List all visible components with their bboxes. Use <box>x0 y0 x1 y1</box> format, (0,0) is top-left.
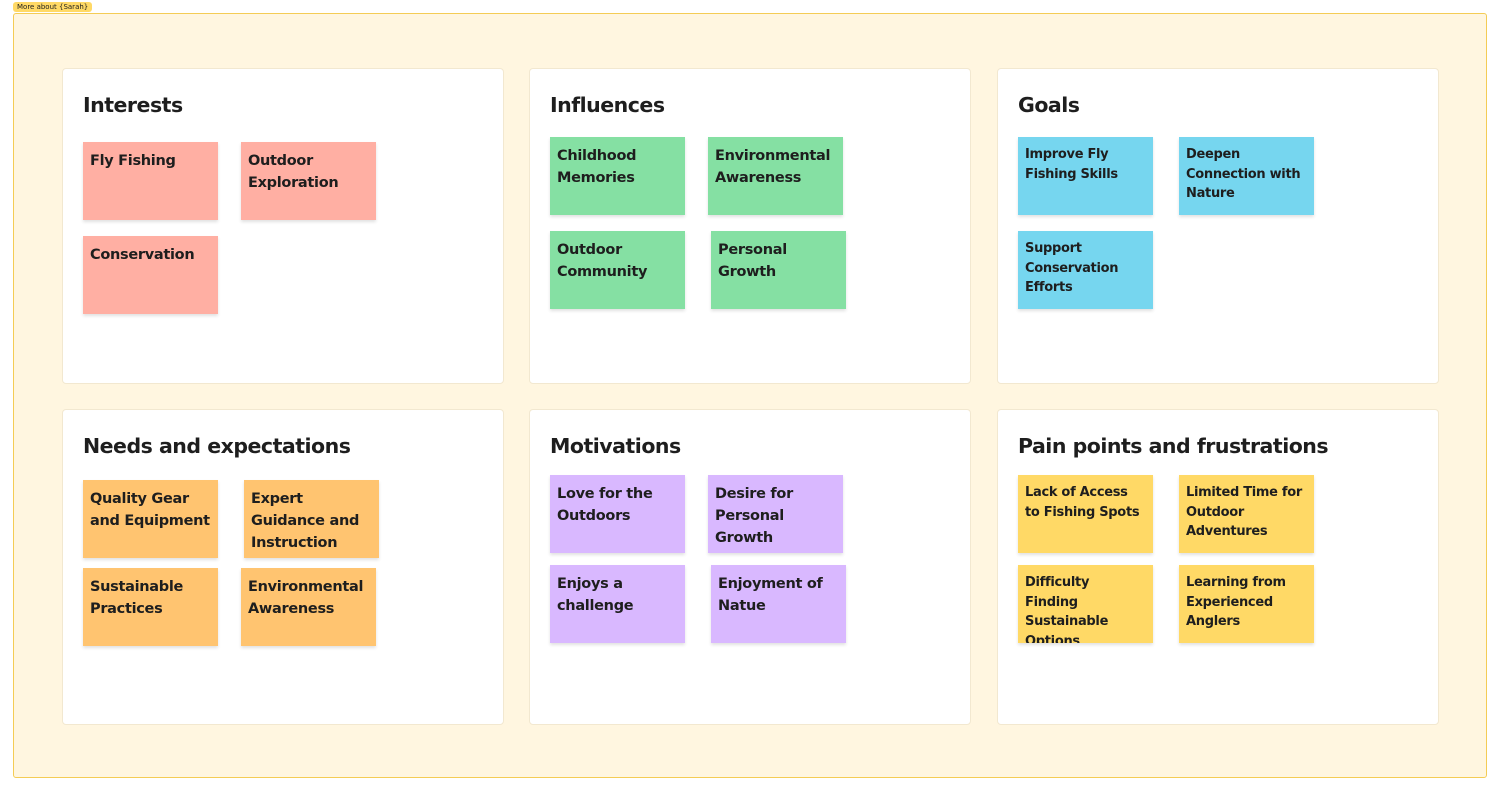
sticky-note[interactable]: Fly Fishing <box>83 142 218 220</box>
sticky-note[interactable]: Outdoor Community <box>550 231 685 309</box>
card-motivations[interactable]: Motivations Love for the Outdoors Desire… <box>529 409 971 725</box>
card-title: Pain points and frustrations <box>1018 434 1329 458</box>
sticky-note[interactable]: Limited Time for Outdoor Adventures <box>1179 475 1314 553</box>
sticky-note[interactable]: Sustainable Practices <box>83 568 218 646</box>
card-title: Needs and expectations <box>83 434 351 458</box>
card-title: Interests <box>83 93 183 117</box>
card-interests[interactable]: Interests Fly Fishing Outdoor Exploratio… <box>62 68 504 384</box>
sticky-note[interactable]: Environmental Awareness <box>708 137 843 215</box>
card-title: Motivations <box>550 434 681 458</box>
sticky-note[interactable]: Childhood Memories <box>550 137 685 215</box>
sticky-note[interactable]: Support Conservation Efforts <box>1018 231 1153 309</box>
sticky-note[interactable]: Deepen Connection with Nature <box>1179 137 1314 215</box>
card-title: Goals <box>1018 93 1080 117</box>
sticky-note[interactable]: Personal Growth <box>711 231 846 309</box>
card-needs-and-expectations[interactable]: Needs and expectations Quality Gear and … <box>62 409 504 725</box>
sticky-note[interactable]: Improve Fly Fishing Skills <box>1018 137 1153 215</box>
sticky-note[interactable]: Environmental Awareness <box>241 568 376 646</box>
sticky-note[interactable]: Lack of Access to Fishing Spots <box>1018 475 1153 553</box>
card-pain-points-and-frustrations[interactable]: Pain points and frustrations Lack of Acc… <box>997 409 1439 725</box>
sticky-note[interactable]: Expert Guidance and Instruction <box>244 480 379 558</box>
sticky-note[interactable]: Quality Gear and Equipment <box>83 480 218 558</box>
sticky-note[interactable]: Love for the Outdoors <box>550 475 685 553</box>
card-influences[interactable]: Influences Childhood Memories Environmen… <box>529 68 971 384</box>
card-goals[interactable]: Goals Improve Fly Fishing Skills Deepen … <box>997 68 1439 384</box>
sticky-note[interactable]: Enjoyment of Natue <box>711 565 846 643</box>
sticky-note[interactable]: Learning from Experienced Anglers <box>1179 565 1314 643</box>
sticky-note[interactable]: Outdoor Exploration <box>241 142 376 220</box>
sticky-note[interactable]: Conservation <box>83 236 218 314</box>
card-title: Influences <box>550 93 665 117</box>
sticky-note[interactable]: Difficulty Finding Sustainable Options <box>1018 565 1153 643</box>
sticky-note[interactable]: Desire for Personal Growth <box>708 475 843 553</box>
sticky-note[interactable]: Enjoys a challenge <box>550 565 685 643</box>
frame-label[interactable]: More about {Sarah} <box>13 2 93 12</box>
